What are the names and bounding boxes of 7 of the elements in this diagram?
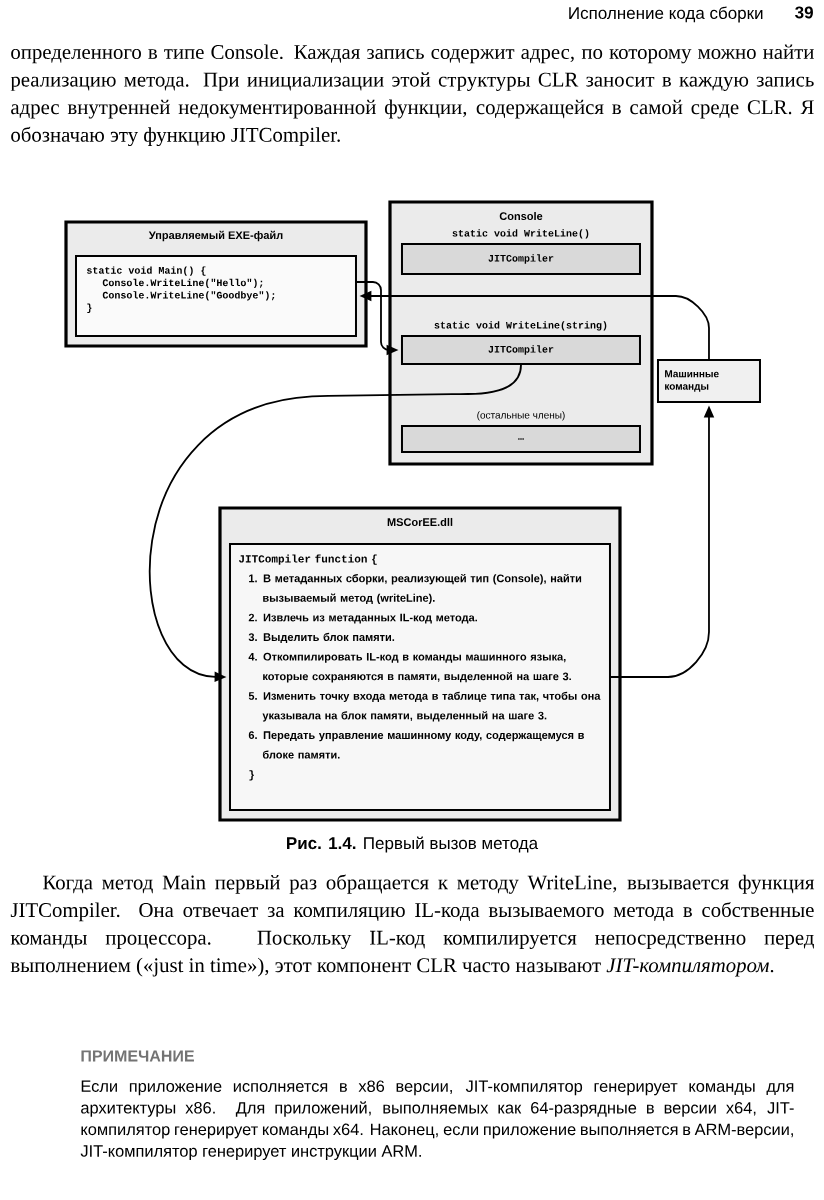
running-header: Исполнение кода сборки [569, 6, 763, 23]
note-heading: ПРИМЕЧАНИЕ [81, 1050, 194, 1062]
body-text: определенного в типе Console. Каждая запись содержит адрес, по которому можно найти реализацию метода. При инициализации этой структуры CLR заносит в каждую запись адрес внутренней недокументированной функции, содержащейся в самой среде CLR. Я обозначаю эту функцию JITCompiler. [10, 44, 814, 147]
figure-caption: Рис. 1.4. Первый вызов метода [287, 836, 539, 853]
body-text: Когда метод Main первый раз обращается к методу WriteLine, вызывается функция JITCompiler. Она отвечает за компиляцию IL-кода вызываемого метода в собственные команды процессора. Поскольку IL-код компилируется непосредственно перед выполнением («just in time»), этот компонент CLR часто называют JIT-компилятором. [10, 874, 815, 977]
note-text: Если приложение исполняется в x86 версии, JIT-компилятор генерирует команды для архитектуры x86. Для приложений, выполняемых как 64-разрядные в версии x64, JIT-компилятор генерирует команды x64. Наконец, если приложение выполняется в ARM-версии, JIT-компилятор генерирует инструкции ARM. [80, 1080, 794, 1161]
page-number: 39 [795, 6, 813, 19]
